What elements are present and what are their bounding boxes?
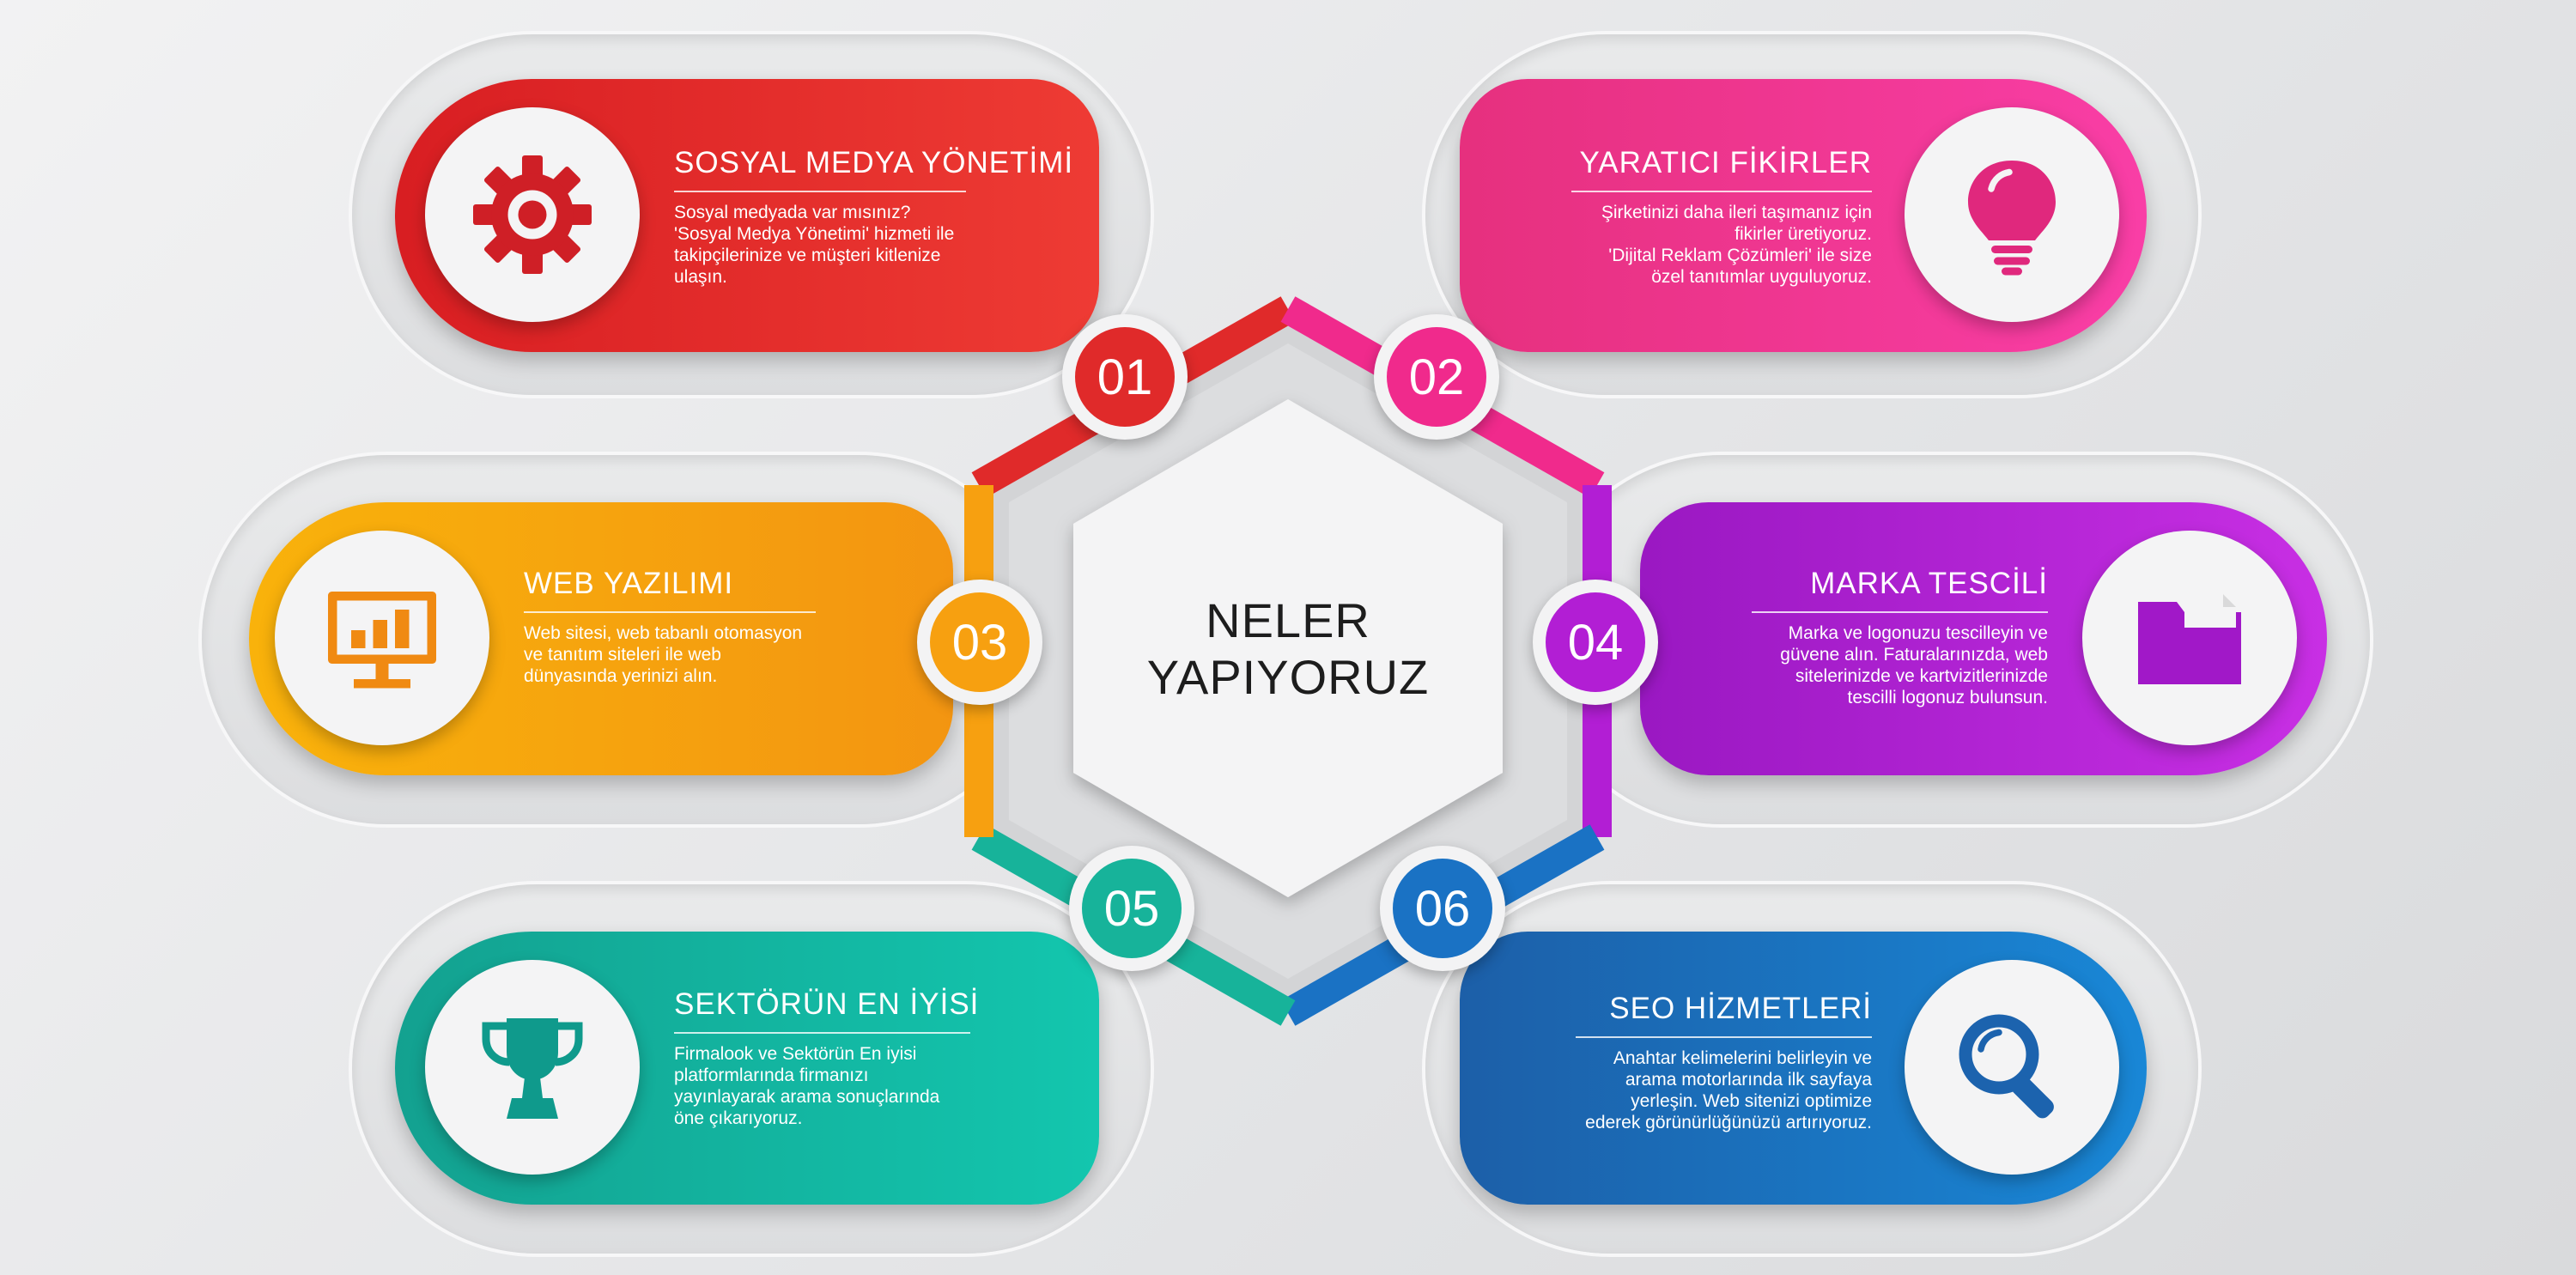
lightbulb-icon — [1968, 161, 2056, 276]
desc-03: Web sitesi, web tabanlı otomasyon ve tan… — [524, 622, 867, 687]
desc-line: Anahtar kelimelerini belirleyin ve — [1613, 1048, 1872, 1068]
desc-line: ve tanıtım siteleri ile web — [524, 645, 721, 665]
icon-circle-03 — [275, 531, 489, 745]
desc-line: yerleşin. Web sitenizi optimize — [1631, 1091, 1872, 1111]
desc-line: yayınlayarak arama sonuçlarında — [674, 1087, 940, 1107]
desc-01: Sosyal medyada var mısınız? 'Sosyal Medy… — [674, 202, 1035, 288]
desc-line: ulaşın. — [674, 267, 727, 287]
desc-line: platformlarında firmanızı — [674, 1066, 869, 1085]
gear-icon — [473, 155, 592, 274]
center-title: NELER YAPIYORUZ — [1116, 592, 1460, 706]
title-05: SEKTÖRÜN EN İYİSİ — [674, 987, 978, 1034]
number-badge-01: 01 — [1062, 314, 1188, 440]
title-03: WEB YAZILIMI — [524, 567, 816, 613]
desc-line: dünyasında yerinizi alın. — [524, 666, 718, 686]
badge-number: 06 — [1393, 859, 1492, 958]
desc-line: güvene alın. Faturalarınızda, web — [1780, 645, 2048, 665]
desc-line: Şirketinizi daha ileri taşımanız için — [1601, 203, 1872, 222]
desc-05: Firmalook ve Sektörün En iyisi platforml… — [674, 1043, 1035, 1129]
desc-line: özel tanıtımlar uyguluyoruz. — [1651, 267, 1872, 287]
icon-circle-01 — [425, 107, 640, 322]
center-title-line1: NELER — [1206, 593, 1370, 647]
icon-circle-04 — [2082, 531, 2297, 745]
desc-02: Şirketinizi daha ileri taşımanız için fi… — [1511, 202, 1872, 288]
title-02: YARATICI FİKİRLER — [1571, 146, 1872, 192]
number-badge-04: 04 — [1533, 580, 1658, 705]
desc-line: Firmalook ve Sektörün En iyisi — [674, 1044, 917, 1064]
number-badge-05: 05 — [1069, 846, 1194, 971]
title-06: SEO HİZMETLERİ — [1576, 992, 1872, 1038]
title-04: MARKA TESCİLİ — [1752, 567, 2048, 613]
icon-circle-06 — [1905, 960, 2119, 1175]
desc-line: ederek görünürlüğünüzü artırıyoruz. — [1585, 1113, 1872, 1132]
title-01: SOSYAL MEDYA YÖNETİMİ — [674, 146, 1072, 192]
number-badge-06: 06 — [1380, 846, 1505, 971]
magnifier-icon — [1959, 1014, 2054, 1119]
monitor-chart-icon — [328, 592, 436, 689]
number-badge-03: 03 — [917, 580, 1042, 705]
desc-line: Sosyal medyada var mısınız? — [674, 203, 911, 222]
desc-line: sitelerinizde ve kartvizitlerinizde — [1795, 666, 2048, 686]
desc-line: Marka ve logonuzu tescilleyin ve — [1788, 623, 2048, 643]
desc-line: fikirler üretiyoruz. — [1735, 224, 1872, 244]
icon-circle-02 — [1905, 107, 2119, 322]
badge-number: 04 — [1546, 592, 1645, 692]
badge-number: 03 — [930, 592, 1030, 692]
desc-line: Web sitesi, web tabanlı otomasyon — [524, 623, 803, 643]
badge-number: 05 — [1082, 859, 1182, 958]
desc-line: takipçilerinize ve müşteri kitlenize — [674, 246, 941, 265]
desc-line: öne çıkarıyoruz. — [674, 1108, 803, 1128]
center-title-line2: YAPIYORUZ — [1146, 650, 1430, 704]
desc-04: Marka ve logonuzu tescilleyin ve güvene … — [1687, 622, 2048, 708]
number-badge-02: 02 — [1374, 314, 1499, 440]
icon-circle-05 — [425, 960, 640, 1175]
desc-line: 'Sosyal Medya Yönetimi' hizmeti ile — [674, 224, 955, 244]
desc-line: arama motorlarında ilk sayfaya — [1625, 1070, 1872, 1090]
folder-icon — [2138, 594, 2241, 684]
trophy-icon — [482, 1018, 583, 1119]
badge-number: 02 — [1387, 327, 1486, 427]
badge-number: 01 — [1075, 327, 1175, 427]
desc-06: Anahtar kelimelerini belirleyin ve arama… — [1494, 1047, 1872, 1133]
desc-line: 'Dijital Reklam Çözümleri' ile size — [1608, 246, 1872, 265]
desc-line: tescilli logonuz bulunsun. — [1847, 688, 2048, 707]
